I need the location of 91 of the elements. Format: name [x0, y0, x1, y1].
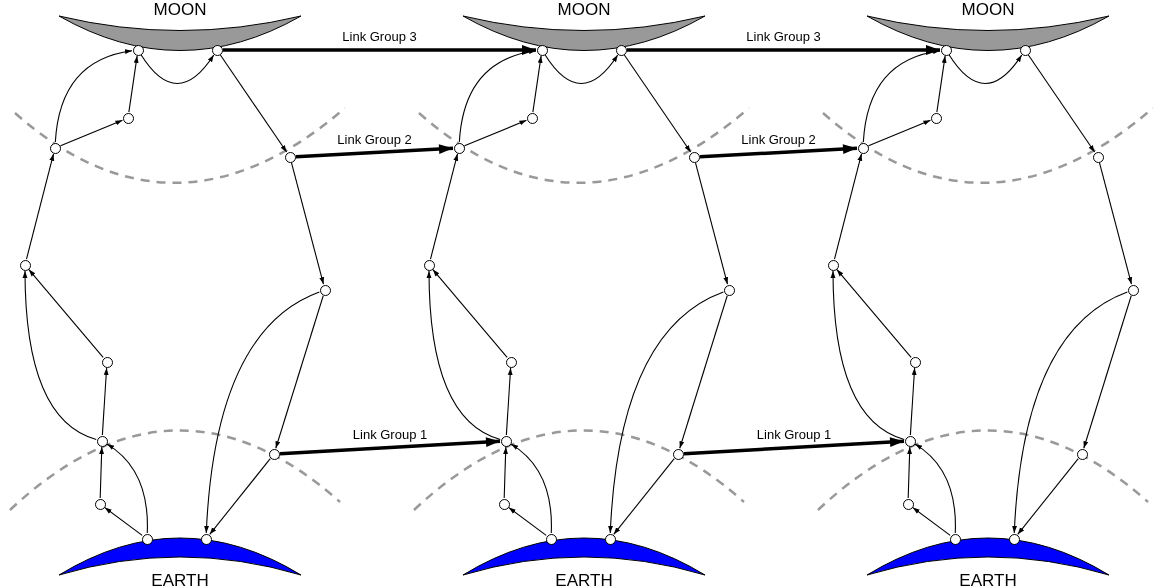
- node-circle: [96, 435, 108, 447]
- arrow: [836, 269, 912, 358]
- node-circle: [500, 435, 512, 447]
- node-circle: [284, 151, 296, 163]
- arrow: [290, 162, 325, 285]
- arrow: [679, 295, 728, 449]
- arrow: [627, 45, 940, 55]
- arrow: [209, 458, 271, 535]
- arrow: [60, 119, 123, 147]
- band-label: EARTH: [151, 571, 209, 588]
- node-circle: [211, 44, 223, 56]
- arrow: [936, 55, 947, 113]
- node-circle: [319, 284, 331, 296]
- arrow: [623, 54, 692, 153]
- arrow: [219, 54, 288, 153]
- arrow: [279, 437, 501, 456]
- node-circle: [615, 44, 627, 56]
- node-circle: [423, 259, 435, 271]
- arrow: [505, 367, 513, 436]
- arrow: [140, 54, 215, 85]
- node-circle: [101, 356, 113, 368]
- node-circle: [940, 44, 952, 56]
- arrow: [503, 446, 509, 499]
- arrow: [1012, 291, 1128, 534]
- arrow: [833, 153, 863, 260]
- node-circle: [672, 448, 684, 460]
- node-circle: [526, 112, 538, 124]
- node-circle: [857, 142, 869, 154]
- arrow: [464, 119, 527, 147]
- band-label: EARTH: [555, 571, 613, 588]
- arrow: [101, 367, 109, 436]
- node-circle: [505, 356, 517, 368]
- node-circle: [536, 44, 548, 56]
- arrow: [429, 153, 459, 260]
- arrow: [1099, 162, 1133, 285]
- arrow: [54, 49, 133, 143]
- node-circle: [930, 112, 942, 124]
- arrow: [1017, 458, 1079, 535]
- node-circle: [94, 498, 106, 510]
- arrow: [912, 507, 951, 536]
- node-circle: [453, 142, 465, 154]
- arrow: [104, 507, 143, 536]
- arrow: [868, 119, 931, 147]
- arrow: [106, 443, 148, 534]
- arrow: [432, 269, 508, 358]
- node-circle: [122, 112, 134, 124]
- band-label: MOON: [557, 0, 611, 20]
- arrow: [683, 437, 905, 456]
- arrow: [223, 45, 536, 55]
- arrow: [948, 54, 1023, 85]
- arrow: [99, 446, 105, 499]
- arrow: [22, 270, 97, 440]
- arrow: [28, 269, 104, 358]
- node-circle: [723, 284, 735, 296]
- arrow: [699, 144, 858, 159]
- band-label: MOON: [153, 0, 207, 20]
- arrow: [1083, 295, 1132, 449]
- node-circle: [1092, 151, 1104, 163]
- node-circle: [19, 259, 31, 271]
- node-circle: [49, 142, 61, 154]
- node-circle: [902, 498, 914, 510]
- arrow: [1027, 54, 1096, 153]
- arrow: [275, 295, 324, 449]
- node-circle: [1019, 44, 1031, 56]
- node-circle: [1076, 448, 1088, 460]
- node-circle: [498, 498, 510, 510]
- arrow: [909, 367, 917, 436]
- node-circle: [688, 151, 700, 163]
- node-circle: [268, 448, 280, 460]
- node-circle: [904, 435, 916, 447]
- arrow: [532, 55, 543, 113]
- arrow: [695, 162, 729, 285]
- node-circle: [1127, 284, 1139, 296]
- arrow: [510, 443, 552, 534]
- arrow: [613, 458, 675, 535]
- node-circle: [909, 356, 921, 368]
- node-circle: [827, 259, 839, 271]
- arrow: [508, 507, 547, 536]
- arrow: [426, 270, 501, 440]
- arrow: [914, 443, 956, 534]
- band-label: EARTH: [959, 571, 1017, 588]
- arrow: [907, 446, 913, 499]
- arrow: [25, 153, 55, 260]
- arrow: [295, 144, 454, 159]
- arrow: [608, 291, 724, 534]
- arrow: [128, 55, 139, 113]
- arrow: [204, 291, 320, 534]
- arrow: [830, 270, 905, 440]
- band-label: MOON: [961, 0, 1015, 20]
- node-circle: [132, 44, 144, 56]
- arrow: [544, 54, 619, 85]
